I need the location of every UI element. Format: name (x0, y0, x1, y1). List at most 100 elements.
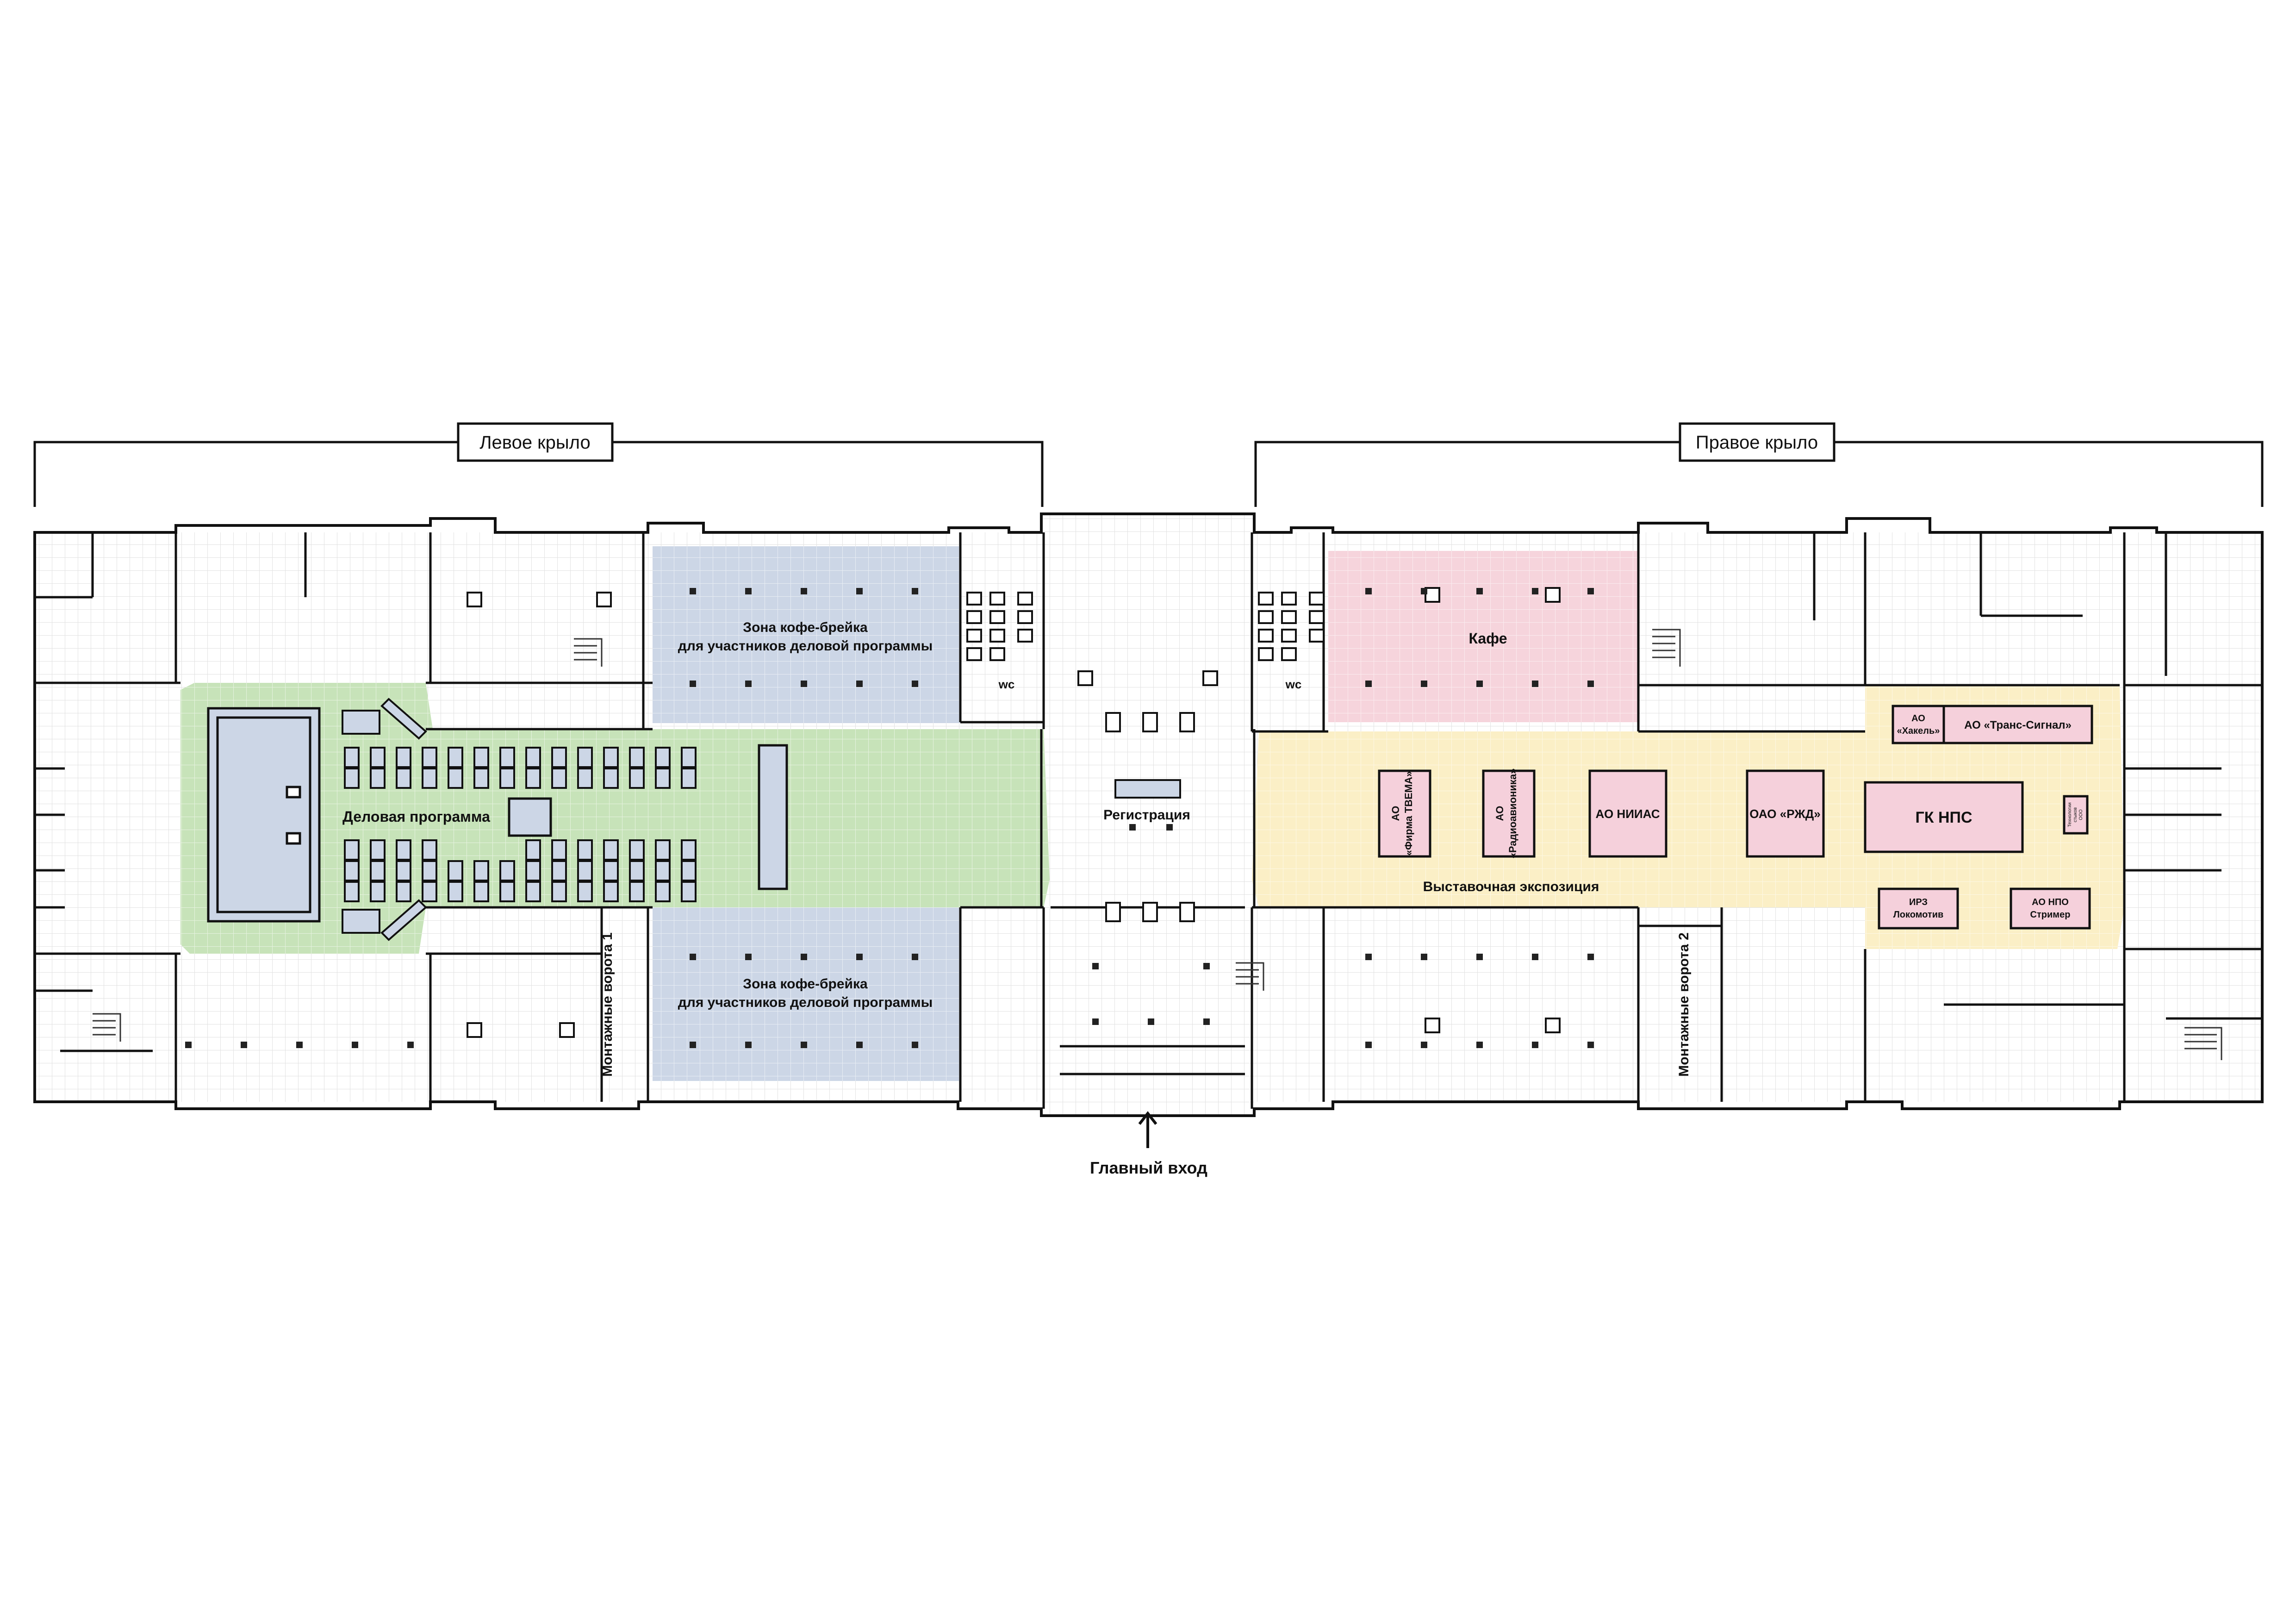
audience-seat (603, 881, 619, 902)
coffee-top-label-2: для участников деловой программы (678, 638, 933, 654)
right-wing-label: Правое крыло (1696, 432, 1818, 453)
audience-seat (396, 839, 411, 861)
audience-seat (629, 839, 645, 861)
cafe-zone (1328, 551, 1638, 722)
stand-niias-text: АО НИИАС (1596, 807, 1660, 821)
audience-seat (551, 881, 567, 902)
audience-seat (422, 860, 437, 881)
audience-seat (422, 881, 437, 902)
stand-trans-signal (1942, 705, 2093, 744)
wc-left-label: wc (998, 677, 1015, 691)
stand-radioavionika (1482, 769, 1536, 858)
audience-seat (473, 881, 489, 902)
audience-seat (344, 747, 360, 768)
stands (1378, 705, 2093, 930)
exhibition-zone (1252, 685, 2124, 949)
audience-seat (370, 747, 386, 768)
audience-seat (681, 881, 697, 902)
audience-seat (629, 881, 645, 902)
stand-trans-signal-text: АО «Транс-Сигнал» (1964, 719, 2072, 731)
left-wing-label-box (457, 422, 614, 462)
audience-seat (577, 768, 593, 789)
gate2-label: Монтажные ворота 2 (1676, 932, 1692, 1077)
audience-seat (681, 747, 697, 768)
stand-rzd (1746, 769, 1825, 858)
exhibition-label: Выставочная экспозиция (1423, 879, 1599, 894)
stand-radioavionika-text: АО «Радиоавионика» (1494, 768, 1518, 859)
svg-text:АО: АО (1494, 806, 1506, 821)
audience-seat (370, 839, 386, 861)
column-dots (185, 588, 1594, 1048)
wc-right-label: wc (1285, 677, 1302, 691)
stand-small-text: Технологии стыков ООО (2067, 802, 2084, 827)
stand-irz-text-1: ИРЗ (1909, 897, 1928, 907)
audience-seat (396, 768, 411, 789)
stage (207, 707, 321, 923)
audience-seat (473, 860, 489, 881)
control-desk (508, 744, 788, 890)
stand-strimer-text-2: Стример (2030, 910, 2071, 920)
audience-seat (422, 839, 437, 861)
audience-seating (344, 747, 697, 902)
stand-rzd-text: ОАО «РЖД» (1749, 807, 1820, 821)
audience-seat (448, 881, 463, 902)
audience-seat (551, 768, 567, 789)
audience-seat (681, 768, 697, 789)
main-entrance-arrow (1138, 1111, 1157, 1148)
coffee-zone-bottom (653, 907, 960, 1081)
audience-seat (577, 860, 593, 881)
audience-seat (603, 860, 619, 881)
stand-irz (1878, 887, 1959, 930)
stand-khakel-text-1: АО (1911, 713, 1925, 724)
audience-seat (473, 747, 489, 768)
audience-seat (577, 881, 593, 902)
audience-seat (551, 860, 567, 881)
audience-seat (525, 860, 541, 881)
stairs (93, 629, 2222, 1060)
audience-seat (370, 881, 386, 902)
gate1-label: Монтажные ворота 1 (600, 932, 615, 1077)
svg-text:АО: АО (1390, 806, 1401, 821)
audience-seat (551, 839, 567, 861)
main-entrance-label: Главный вход (1090, 1158, 1207, 1177)
stand-small (2063, 795, 2089, 835)
stand-strimer-text-1: АО НПО (2032, 897, 2069, 907)
interior-walls (35, 532, 2262, 1109)
wc-right-block (1258, 592, 1325, 661)
svg-text:«Радиоавионика»: «Радиоавионика» (1507, 768, 1518, 859)
audience-seat (370, 768, 386, 789)
audience-seat (448, 860, 463, 881)
audience-seat (396, 860, 411, 881)
audience-seat (577, 747, 593, 768)
stand-tekma (1378, 769, 1431, 858)
audience-seat (499, 860, 515, 881)
audience-seat (344, 768, 360, 789)
coffee-top-label-1: Зона кофе-брейка (743, 620, 868, 635)
audience-seat (681, 860, 697, 881)
speaker-tables (342, 698, 427, 941)
audience-seat (422, 768, 437, 789)
audience-seat (655, 747, 671, 768)
columns (467, 587, 1561, 1038)
building-walls (33, 512, 2264, 1117)
stand-khakel-text-2: «Хакель» (1897, 726, 1940, 736)
audience-seat (525, 839, 541, 861)
audience-seat (603, 768, 619, 789)
audience-seat (499, 768, 515, 789)
audience-seat (603, 747, 619, 768)
audience-seat (370, 860, 386, 881)
audience-seat (344, 860, 360, 881)
audience-seat (525, 881, 541, 902)
audience-seat (422, 747, 437, 768)
audience-seat (655, 839, 671, 861)
left-wing-label: Левое крыло (479, 432, 590, 453)
audience-seat (499, 747, 515, 768)
svg-text:ООО: ООО (2078, 809, 2084, 820)
audience-seat (603, 839, 619, 861)
coffee-zone-top (653, 546, 960, 723)
stand-nps (1864, 781, 2024, 853)
audience-seat (344, 881, 360, 902)
svg-text:Технологии: Технологии (2067, 802, 2072, 827)
wc-left-block (966, 592, 1033, 661)
